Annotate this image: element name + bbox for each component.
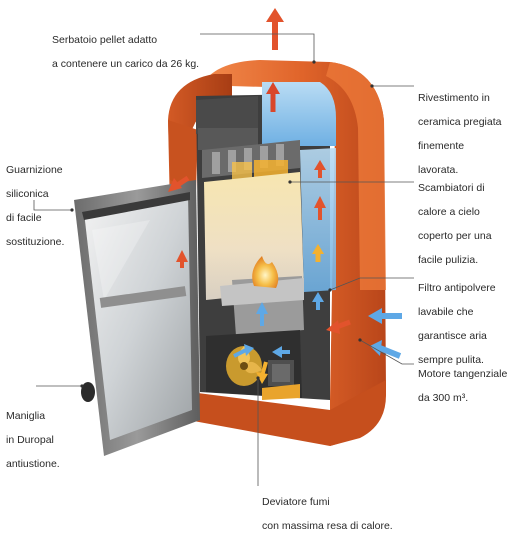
label-line: Filtro antipolvere [418,282,496,294]
label-serbatoio: Serbatoio pellet adatto a contenere un c… [52,22,199,82]
label-line: Deviatore fumi [262,496,330,508]
label-line: siliconica [6,188,49,200]
label-line: in Duropal [6,434,54,446]
label-deviatore: Deviatore fumi con massima resa di calor… [262,484,393,544]
label-line: facile pulizia. [418,254,479,266]
label-filtro: Filtro antipolvere lavabile che garantis… [418,270,496,378]
label-line: sostituzione. [6,236,65,248]
label-line: Scambiatori di [418,182,485,194]
label-line: finemente [418,140,465,152]
label-line: di facile [6,212,42,224]
door-handle [81,382,95,402]
heat-exchanger [202,140,300,182]
label-line: lavabile che [418,306,474,318]
label-line: Rivestimento in [418,92,490,104]
leader-lines [33,33,414,486]
label-line: garantisce aria [418,330,487,342]
label-line: coperto per una [418,230,492,242]
label-line: lavorata. [418,164,459,176]
label-line: Maniglia [6,410,46,422]
stove-cutaway-diagram [33,8,414,486]
label-line: da 300 m³. [418,392,469,404]
label-line: antiustione. [6,458,60,470]
flame [252,256,279,288]
label-motore: Motore tangenziale da 300 m³. [418,356,507,416]
label-line: Serbatoio pellet adatto [52,34,158,46]
label-line: a contenere un carico da 26 kg. [52,58,200,70]
label-maniglia: Maniglia in Duropal antiustione. [6,398,60,482]
door-gasket [82,192,190,220]
label-rivestimento: Rivestimento in ceramica pregiata fineme… [418,80,501,188]
label-line: ceramica pregiata [418,116,502,128]
label-line: sempre pulita. [418,354,484,366]
label-line: con massima resa di calore. [262,520,393,532]
label-line: calore a cielo [418,206,480,218]
cold-air-arrows [233,292,402,359]
stove-door [74,180,200,456]
stove-interior [196,82,336,400]
label-line: Motore tangenziale [418,368,508,380]
label-guarnizione: Guarnizione siliconica di facile sostitu… [6,152,64,260]
label-line: Guarnizione [6,164,63,176]
label-scambiatori: Scambiatori di calore a cielo coperto pe… [418,170,492,278]
